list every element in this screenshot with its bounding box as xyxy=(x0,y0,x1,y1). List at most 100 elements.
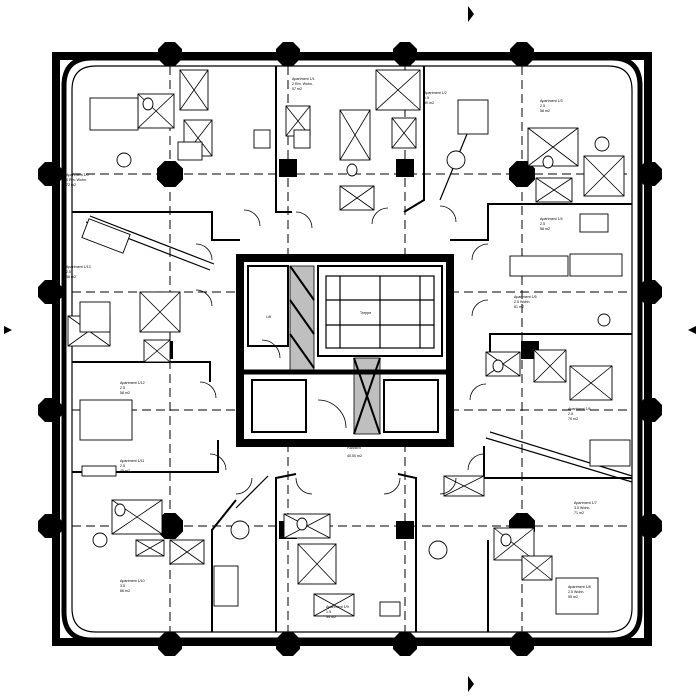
bathroom-fixture xyxy=(339,109,371,161)
core-name: Aussen xyxy=(347,445,362,450)
bathroom-fixture xyxy=(297,543,337,585)
room-label-apt-nw: Apartment 1/04 Rm. Wohn.72 m2 xyxy=(66,173,89,187)
room-line3: 71 m2 xyxy=(574,511,584,515)
room-name: Apartment 1/5 xyxy=(514,295,537,299)
room-line2: 1.5 xyxy=(326,610,331,614)
toilet-icon xyxy=(296,517,308,531)
bathroom-fixture xyxy=(569,365,613,401)
bathroom-fixture xyxy=(139,291,181,333)
room-line3: 58 m2 xyxy=(540,109,550,113)
room-label-apt-e1: Apartment 1/42.558 m2 xyxy=(540,217,563,231)
room-line2: 2.5 xyxy=(120,464,125,468)
column xyxy=(638,162,662,186)
bathroom-fixture xyxy=(535,177,573,203)
bathroom-fixture xyxy=(339,185,375,211)
bathroom-fixture xyxy=(375,69,421,111)
room-name: Apartment 1/3 xyxy=(540,99,563,103)
column xyxy=(638,514,662,538)
room-line3: 56 m2 xyxy=(66,275,76,279)
room-name: Apartment 1/8 xyxy=(568,585,591,589)
column xyxy=(510,632,534,656)
room-line2: 4 Rm. Wohn. xyxy=(66,178,87,182)
room-name: Apartment 1/6 xyxy=(568,407,591,411)
bathroom-fixture xyxy=(137,93,175,129)
room-label-apt-n2: Apartment 1/21.539 m2 xyxy=(424,91,447,105)
bathroom-fixture xyxy=(179,69,209,111)
room-label-apt-n1: Apartment 1/12 Rm. Wohn.57 m2 xyxy=(292,77,315,91)
room-line3: 61 m2 xyxy=(514,305,524,309)
bathroom-fixture xyxy=(135,539,165,557)
room-name: Apartment 1/11 xyxy=(120,459,144,463)
room-line3: 34 m2 xyxy=(326,615,336,619)
column xyxy=(38,514,62,538)
room-line2: 2.5 Wohn. xyxy=(514,300,530,304)
core-area: 40.00 m2 xyxy=(347,454,362,458)
room-line2: 2.5 Wohn. xyxy=(568,590,584,594)
toilet-icon xyxy=(142,97,154,111)
room-label-apt-w1: Apartment 1/112.549 m2 xyxy=(120,459,144,473)
room-line2: 1.5 xyxy=(424,96,429,100)
partition-walls xyxy=(72,66,633,632)
toilet-icon xyxy=(492,359,504,373)
column xyxy=(638,398,662,422)
room-line3: 49 m2 xyxy=(120,469,130,473)
outer-walls xyxy=(52,52,652,646)
room-label-apt-s1: Apartment 1/82.5 Wohn.55 m2 xyxy=(568,585,591,599)
room-line2: 3.5 xyxy=(120,584,125,588)
room-name: Apartment 1/7 xyxy=(574,501,597,505)
bathroom-fixture xyxy=(533,349,567,383)
core-label-stair: Treppe xyxy=(360,311,371,315)
column xyxy=(638,280,662,304)
column xyxy=(510,42,534,66)
room-name: Apartment 1/2 xyxy=(424,91,447,95)
column xyxy=(393,632,417,656)
toilet-icon xyxy=(500,533,512,547)
bathroom-fixture xyxy=(143,339,171,363)
section-marker-icon xyxy=(4,326,12,334)
core-label-lift: Lift xyxy=(266,315,271,319)
room-label-apt-w2: Apartment 1/122.558 m2 xyxy=(120,381,145,395)
room-label-apt-ne: Apartment 1/32.558 m2 xyxy=(540,99,563,113)
room-label-apt-w3: Apartment 1/132.556 m2 xyxy=(66,265,91,279)
north-arrow-icon xyxy=(468,6,474,22)
bathroom-fixture xyxy=(521,555,553,581)
room-name: Apartment 1/0 xyxy=(66,173,89,177)
doors xyxy=(195,205,489,495)
bathroom-fixture xyxy=(493,527,535,561)
bathroom-fixture xyxy=(313,593,355,617)
bathroom-fixture xyxy=(169,539,205,565)
column xyxy=(158,42,182,66)
bathrooms xyxy=(67,69,625,617)
room-line3: 66 m2 xyxy=(120,589,130,593)
room-name: Apartment 1/1 xyxy=(292,77,315,81)
room-line2: 2 Rm. Wohn. xyxy=(292,82,313,86)
column xyxy=(38,162,62,186)
column xyxy=(158,632,182,656)
section-marker-icon xyxy=(468,676,474,692)
core: Lift Treppe xyxy=(236,254,454,447)
room-line2: 2.5 xyxy=(540,104,545,108)
toilet-icon xyxy=(346,163,358,177)
toilet-icon xyxy=(114,503,126,517)
room-name: Apartment 1/12 xyxy=(120,381,145,385)
room-line3: 70 m2 xyxy=(568,417,578,421)
room-label-apt-s2: Apartment 1/91.534 m2 xyxy=(326,605,349,619)
furniture xyxy=(79,97,631,617)
section-marker-icon xyxy=(688,326,696,334)
column xyxy=(276,632,300,656)
room-line3: 39 m2 xyxy=(424,101,434,105)
toilet-icon xyxy=(542,155,554,169)
column xyxy=(276,42,300,66)
room-line2: 2.5 xyxy=(568,412,573,416)
column xyxy=(38,398,62,422)
room-line3: 58 m2 xyxy=(540,227,550,231)
bathroom-fixture xyxy=(391,117,417,149)
room-line2: 2.5 xyxy=(66,270,71,274)
bathroom-fixture xyxy=(583,155,625,197)
room-name: Apartment 1/10 xyxy=(120,579,145,583)
room-line3: 57 m2 xyxy=(292,87,302,91)
room-name: Apartment 1/4 xyxy=(540,217,563,221)
room-label-apt-e2: Apartment 1/52.5 Wohn.61 m2 xyxy=(514,295,537,309)
